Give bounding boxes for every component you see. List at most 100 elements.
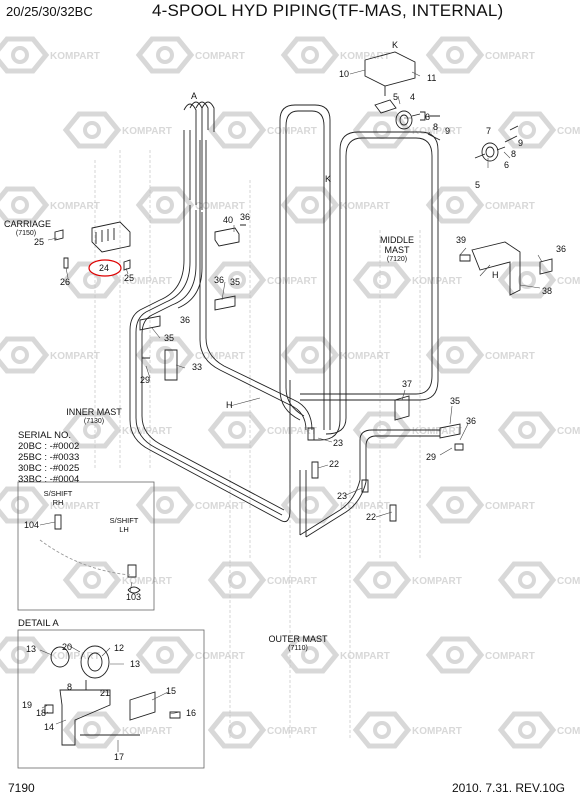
part-label[interactable]: 35	[450, 396, 460, 406]
serial-number-block: SERIAL NO. 20BC : -#0002 25BC : -#0033 3…	[18, 430, 79, 485]
watermark-ring	[446, 646, 464, 664]
part-label[interactable]: 40	[223, 215, 233, 225]
part-label[interactable]: 14	[44, 722, 54, 732]
watermark-badge	[280, 636, 340, 674]
assembly-name: INNER MAST	[66, 407, 122, 417]
watermark-badge	[497, 411, 557, 449]
watermark-text: KOMPART	[412, 726, 462, 737]
watermark-badge	[62, 561, 122, 599]
part-label[interactable]: 8	[67, 682, 72, 692]
part-label[interactable]: 16	[186, 708, 196, 718]
part-label[interactable]: 23	[337, 491, 347, 501]
part-label[interactable]: 21	[100, 688, 110, 698]
part-label[interactable]: 6	[504, 160, 509, 170]
part-label-24[interactable]: 24	[99, 263, 109, 273]
watermark-badge	[0, 486, 50, 524]
watermark-text: KOMPART	[412, 576, 462, 587]
part-label[interactable]: 22	[329, 459, 339, 469]
watermark-badge	[352, 561, 412, 599]
part-label[interactable]: 36	[556, 244, 566, 254]
part-label[interactable]: 23	[333, 438, 343, 448]
part-label[interactable]: 39	[456, 235, 466, 245]
watermark-text: COMPART	[557, 276, 581, 287]
part-label[interactable]: 36	[180, 315, 190, 325]
part-label[interactable]: 25	[34, 237, 44, 247]
part-label[interactable]: 5	[475, 180, 480, 190]
serial-row: 20BC : -#0002	[18, 441, 80, 452]
view-h-left: H	[226, 400, 233, 410]
watermark-text: COMPART	[557, 576, 581, 587]
part-label[interactable]: 25	[124, 273, 134, 283]
part-label[interactable]: 35	[230, 277, 240, 287]
watermark-badge	[352, 711, 412, 749]
part-label[interactable]: 37	[402, 379, 412, 389]
watermark-badge	[280, 36, 340, 74]
part-label[interactable]: 7	[486, 126, 491, 136]
watermark-ring	[518, 121, 536, 139]
watermark-text: KOMPART	[340, 201, 390, 212]
watermark-ring	[11, 646, 29, 664]
part-label[interactable]: 38	[542, 286, 552, 296]
linework	[17, 51, 553, 769]
watermark-badge	[135, 336, 195, 374]
part-label[interactable]: 11	[427, 73, 436, 83]
watermark-ring	[228, 121, 246, 139]
part-label[interactable]: 104	[24, 520, 39, 530]
watermark-text: COMPART	[267, 576, 317, 587]
part-label[interactable]: 13	[130, 659, 140, 669]
part-label[interactable]: 26	[60, 277, 70, 287]
part-label[interactable]: 20	[62, 642, 72, 652]
watermark-badge	[280, 186, 340, 224]
watermark-text: COMPART	[557, 426, 581, 437]
part-label[interactable]: 36	[214, 275, 224, 285]
part-label[interactable]: 17	[114, 752, 124, 762]
part-label[interactable]: 4	[410, 92, 415, 102]
watermark-badge	[425, 636, 485, 674]
part-label[interactable]: 6	[425, 112, 430, 122]
part-label[interactable]: 36	[240, 212, 250, 222]
part-label[interactable]: 12	[114, 643, 124, 653]
part-label[interactable]: 8	[511, 149, 516, 159]
part-label[interactable]: 29	[140, 375, 150, 385]
watermark-ring	[11, 496, 29, 514]
watermark-ring	[373, 721, 391, 739]
watermark-badge	[425, 336, 485, 374]
part-label[interactable]: 10	[339, 69, 349, 79]
part-label[interactable]: 9	[445, 126, 450, 136]
watermark-ring	[373, 121, 391, 139]
watermark-badge	[62, 261, 122, 299]
watermark-badge	[280, 486, 340, 524]
part-label[interactable]: 15	[166, 686, 176, 696]
part-label[interactable]: 13	[26, 644, 36, 654]
watermark-text: KOMPART	[50, 51, 100, 62]
watermark-text: COMPART	[267, 426, 317, 437]
watermark-ring	[446, 196, 464, 214]
watermark-ring	[11, 196, 29, 214]
part-label[interactable]: 18	[36, 708, 46, 718]
part-label[interactable]: 33	[192, 362, 202, 372]
watermark-badge	[207, 711, 267, 749]
part-label[interactable]: 22	[366, 512, 376, 522]
watermark-ring	[156, 646, 174, 664]
watermark-ring	[518, 571, 536, 589]
part-label[interactable]: 103	[126, 592, 141, 602]
watermark-text: COMPART	[195, 51, 245, 62]
assembly-code: (7150)	[15, 230, 37, 237]
watermark-text: COMPART	[485, 201, 535, 212]
part-label[interactable]: 5	[393, 92, 398, 102]
part-label[interactable]: 19	[22, 700, 32, 710]
part-label[interactable]: 35	[164, 333, 174, 343]
serial-row: 25BC : -#0033	[18, 452, 80, 463]
watermark-ring	[228, 721, 246, 739]
watermark-text: KOMPART	[122, 726, 172, 737]
watermark-text: KOMPART	[412, 276, 462, 287]
part-label[interactable]: 29	[426, 452, 436, 462]
watermark-text: COMPART	[195, 651, 245, 662]
assembly-outer-mast: OUTER MAST (7110)	[268, 634, 328, 654]
part-24-highlight[interactable]	[88, 259, 122, 277]
part-label[interactable]: 9	[518, 138, 523, 148]
part-label[interactable]: 36	[466, 416, 476, 426]
part-label[interactable]: 8	[433, 122, 438, 132]
watermark-text: KOMPART	[50, 351, 100, 362]
